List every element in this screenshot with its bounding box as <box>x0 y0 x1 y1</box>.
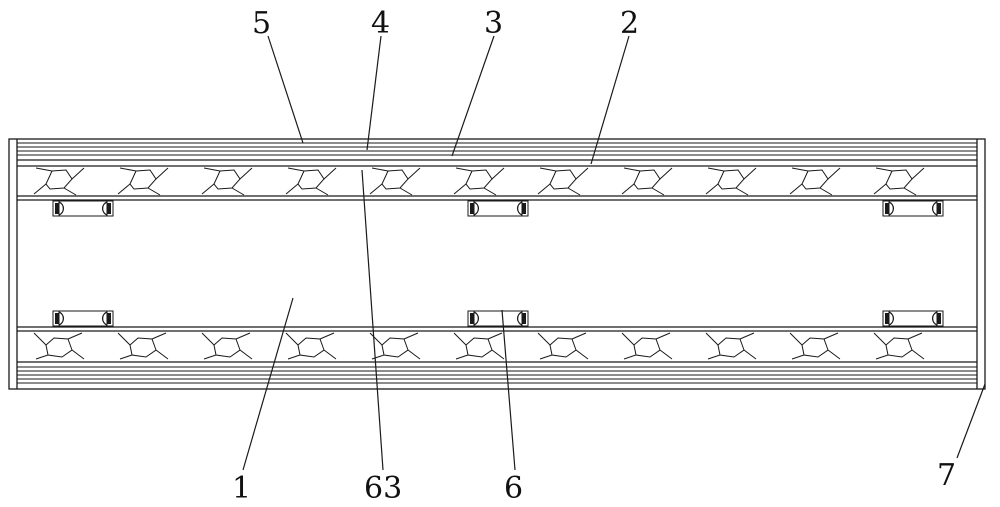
aggregate-stone <box>789 332 841 360</box>
leader-lines <box>242 35 986 471</box>
aggregate-stone <box>369 167 421 196</box>
aggregate-stone <box>369 332 421 360</box>
label-4: 4 <box>371 6 390 41</box>
leader-7 <box>956 383 986 459</box>
bottom-layers <box>17 366 977 384</box>
aggregate-stone <box>201 332 253 360</box>
top-layers <box>17 142 977 167</box>
connector-clip <box>882 200 944 217</box>
label-2: 2 <box>620 6 639 41</box>
connector-clip <box>52 310 114 327</box>
label-1: 1 <box>232 471 251 506</box>
leader-5 <box>267 35 304 144</box>
aggregate-stone <box>705 167 757 196</box>
aggregate-stone <box>873 167 925 196</box>
part-labels: 5 4 3 2 1 63 6 7 <box>232 6 956 506</box>
main-frame <box>8 138 986 390</box>
label-7: 7 <box>937 458 956 493</box>
aggregate-stone <box>873 332 925 360</box>
aggregate-stone <box>453 332 505 360</box>
aggregate-stone <box>621 332 673 360</box>
aggregate-stone <box>789 167 841 196</box>
aggregate-stone <box>621 167 673 196</box>
aggregate-stone <box>285 167 337 196</box>
connector-clip <box>467 310 529 327</box>
aggregate-stone <box>705 332 757 360</box>
aggregate-stone <box>33 167 85 196</box>
label-63: 63 <box>364 471 402 506</box>
leader-4 <box>366 35 382 151</box>
aggregate-stone <box>537 167 589 196</box>
connector-clip <box>52 200 114 217</box>
leader-1 <box>242 297 294 471</box>
leader-3 <box>451 35 495 157</box>
connector-clip <box>467 200 529 217</box>
aggregate-stone <box>117 167 169 196</box>
aggregate-stone <box>537 332 589 360</box>
aggregate-stone <box>453 167 505 196</box>
aggregate-stone <box>285 332 337 360</box>
aggregate-stone <box>33 332 85 360</box>
label-3: 3 <box>484 6 503 41</box>
leader-6 <box>501 309 516 471</box>
connector-clips <box>52 200 944 327</box>
leader-63 <box>361 169 384 471</box>
label-6: 6 <box>504 471 523 506</box>
aggregate-stone <box>201 167 253 196</box>
label-5: 5 <box>252 6 271 41</box>
bottom-aggregate-layer <box>17 326 977 363</box>
connector-clip <box>882 310 944 327</box>
top-aggregate-layer <box>17 167 977 201</box>
leader-2 <box>590 35 630 165</box>
aggregate-stone <box>117 332 169 360</box>
